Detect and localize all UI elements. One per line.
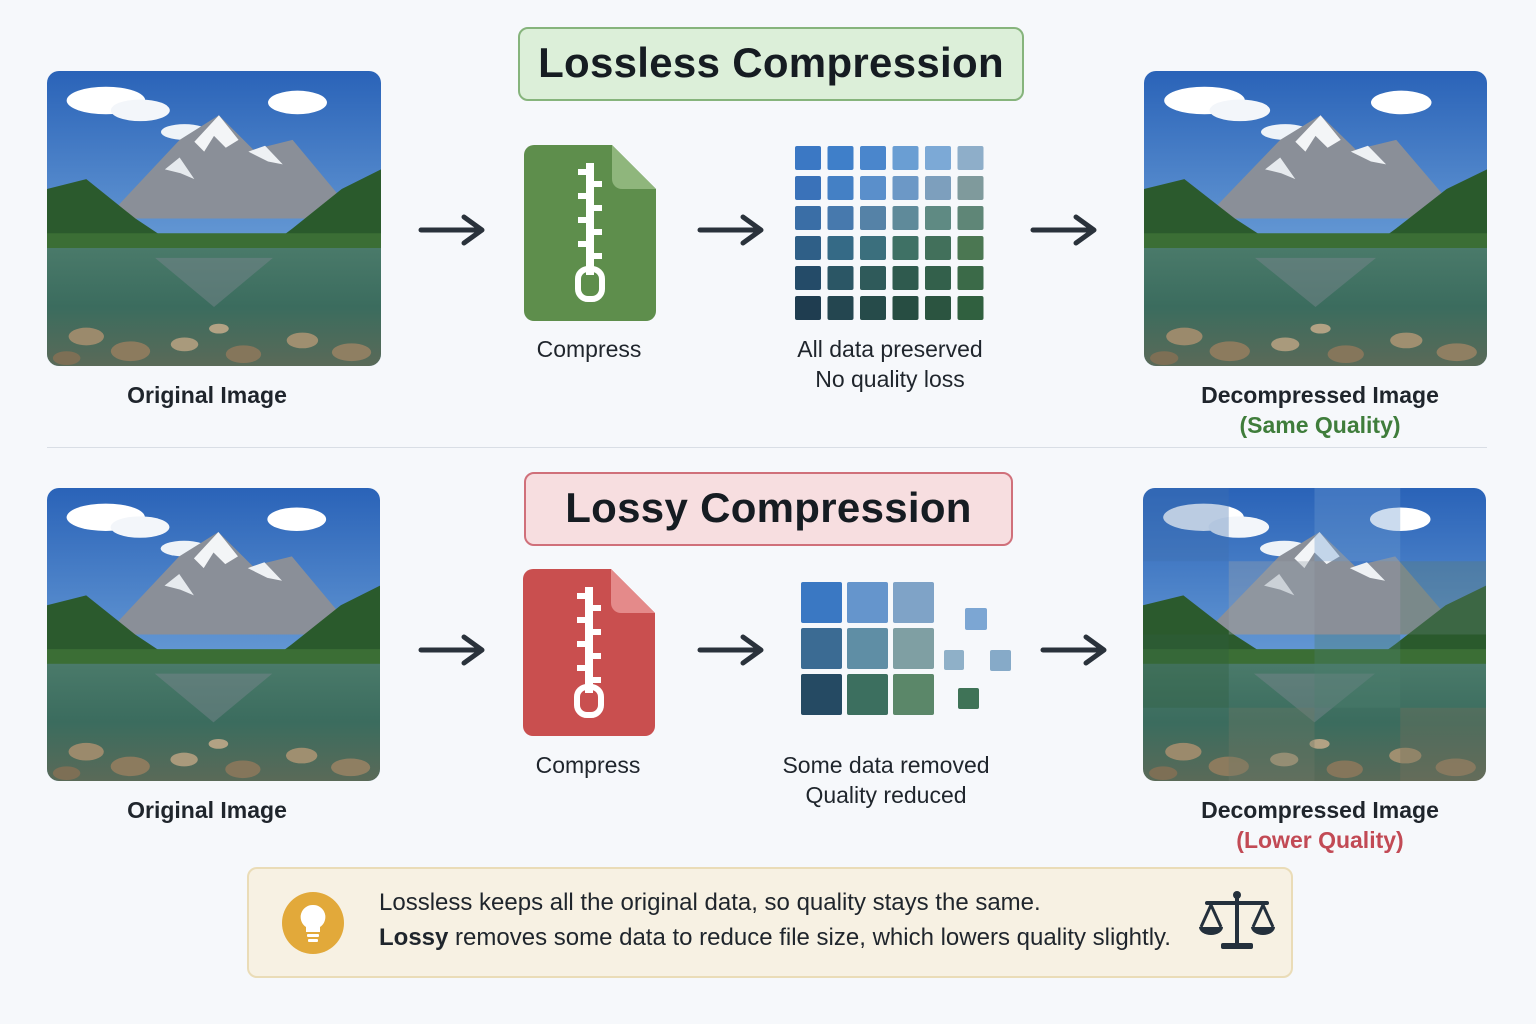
data-block <box>925 266 951 290</box>
lossy-decompressed-image <box>1143 488 1486 781</box>
data-block <box>860 236 886 260</box>
data-block <box>795 176 821 200</box>
data-block <box>795 146 821 170</box>
data-block <box>801 628 842 669</box>
lossy-data-line2: Quality reduced <box>805 782 967 808</box>
data-block <box>795 296 821 320</box>
data-blocks-grid <box>795 146 984 320</box>
data-block <box>827 266 854 290</box>
lossless-result-sub: (Same Quality) <box>1239 412 1401 438</box>
data-block <box>827 146 854 170</box>
arrow-right-icon <box>697 214 764 246</box>
data-block <box>827 296 854 320</box>
arrow-right-icon <box>1040 634 1107 666</box>
arrow-right-icon <box>418 214 485 246</box>
data-block <box>925 296 951 320</box>
arrow-right-icon <box>418 634 485 666</box>
data-block <box>925 146 951 170</box>
data-block <box>957 206 984 230</box>
data-block <box>801 674 842 715</box>
lossy-original-label: Original Image <box>127 797 287 823</box>
data-block <box>892 146 919 170</box>
note-line-2-rest: removes some data to reduce file size, w… <box>448 924 1171 951</box>
data-block <box>795 236 821 260</box>
data-block <box>860 206 886 230</box>
arrow-right-icon <box>1030 214 1097 246</box>
balance-scale-icon <box>1199 891 1275 949</box>
data-block <box>892 176 919 200</box>
data-block <box>957 146 984 170</box>
data-block <box>892 236 919 260</box>
data-block <box>847 582 888 623</box>
section-divider <box>47 447 1487 448</box>
lossy-data-line1: Some data removed <box>782 752 990 778</box>
data-block <box>925 206 951 230</box>
data-block <box>957 236 984 260</box>
zip-file-icon <box>524 145 656 321</box>
lossy-compress-label: Compress <box>535 752 641 778</box>
data-block <box>847 628 888 669</box>
lightbulb-icon <box>282 892 344 954</box>
data-block <box>893 674 934 715</box>
data-block <box>925 176 951 200</box>
data-block <box>893 628 934 669</box>
note-line-1: Lossless keeps all the original data, so… <box>379 889 1041 916</box>
lossless-result-label: Decompressed Image <box>1201 382 1439 408</box>
data-block <box>892 266 919 290</box>
data-block <box>860 296 886 320</box>
data-block <box>860 266 886 290</box>
data-block <box>965 608 987 630</box>
data-block <box>925 236 951 260</box>
data-block <box>860 146 886 170</box>
data-block <box>957 266 984 290</box>
lossless-title: Lossless Compression <box>518 27 1024 101</box>
lossless-data-line1: All data preserved <box>797 336 983 362</box>
data-block <box>892 206 919 230</box>
note-line-2: Lossy removes some data to reduce file s… <box>379 922 1171 954</box>
data-block <box>957 176 984 200</box>
data-block <box>795 206 821 230</box>
summary-note: Lossless keeps all the original data, so… <box>247 867 1293 978</box>
lossy-original-image <box>47 488 380 781</box>
data-block <box>860 176 886 200</box>
data-block <box>801 582 842 623</box>
data-block <box>827 176 854 200</box>
lossy-result-label: Decompressed Image <box>1201 797 1439 823</box>
arrow-right-icon <box>697 634 764 666</box>
data-block <box>957 296 984 320</box>
reduced-data-blocks <box>801 582 1011 715</box>
data-block <box>893 582 934 623</box>
data-block <box>795 266 821 290</box>
zip-file-icon <box>523 569 655 736</box>
lossy-title: Lossy Compression <box>524 472 1013 546</box>
data-block <box>827 236 854 260</box>
data-block <box>892 296 919 320</box>
lossless-original-image <box>47 71 381 366</box>
data-block <box>990 650 1011 671</box>
lossless-data-line2: No quality loss <box>815 366 965 392</box>
lossless-decompressed-image <box>1144 71 1487 366</box>
data-block <box>827 206 854 230</box>
data-block <box>958 688 979 709</box>
note-lossy-bold: Lossy <box>379 924 449 951</box>
lossless-compress-label: Compress <box>536 336 642 362</box>
lossy-result-sub: (Lower Quality) <box>1236 827 1404 853</box>
data-block <box>944 650 964 670</box>
lossless-original-label: Original Image <box>127 382 287 408</box>
data-block <box>847 674 888 715</box>
